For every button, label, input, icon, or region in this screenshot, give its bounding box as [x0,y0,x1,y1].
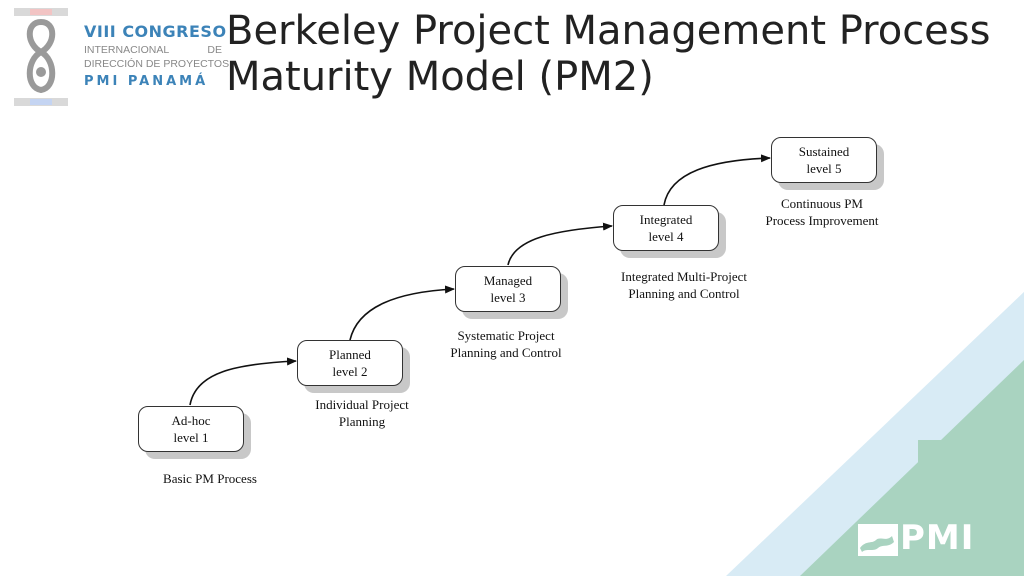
level-4-caption-line2: Planning and Control [628,286,740,301]
level-3-box: Managed level 3 [455,266,561,312]
level-3-number: level 3 [490,290,526,305]
slide-title-line1: Berkeley Project Management Process [226,8,991,54]
panama-map-icon [858,524,898,556]
logo-de-word: DE [207,44,222,56]
level-4-name: Integrated [639,212,693,227]
slide-title-line2: Maturity Model (PM2) [226,54,654,100]
level-5-caption-line2: Process Improvement [765,213,879,228]
level-3-caption-line1: Systematic Project [457,328,555,343]
level-4-box: Integrated level 4 [613,205,719,251]
level-4-caption-line1: Integrated Multi-Project [621,269,747,284]
level-5-number: level 5 [806,161,842,176]
arrow-level4-to-level5 [663,154,771,206]
level-2-box: Planned level 2 [297,340,403,386]
logo-pmi-panama: PMI PANAMÁ [84,74,209,89]
logo-line-international: INTERNACIONAL DE [84,43,222,57]
level-5-box: Sustained level 5 [771,137,877,183]
level-2-number: level 2 [332,364,368,379]
level-5-caption: Continuous PM Process Improvement [732,195,912,229]
logo-line-direccion: DIRECCIÓN DE PROYECTOS [84,58,230,70]
arrow-level3-to-level4 [507,222,613,266]
logo-international-word: INTERNACIONAL [84,44,170,56]
level-2-caption-line2: Planning [338,414,386,429]
level-5-caption-line1: Continuous PM [781,196,863,211]
level-4-caption: Integrated Multi-Project Planning and Co… [594,268,774,302]
level-2-caption-line1: Individual Project [315,397,409,412]
level-5-name: Sustained [798,144,850,159]
pmi-logo: PMI [856,518,996,558]
level-1-box: Ad-hoc level 1 [138,406,244,452]
level-3-caption: Systematic Project Planning and Control [416,327,596,361]
congress-emblem-icon [14,8,68,106]
level-3-name: Managed [483,273,533,288]
arrow-level1-to-level2 [189,357,297,406]
level-1-name: Ad-hoc [171,413,211,428]
level-1-number: level 1 [173,430,209,445]
level-4-number: level 4 [648,229,684,244]
arrow-level2-to-level3 [349,285,455,341]
pmi-wordmark: PMI [900,518,975,558]
logo-congress-title: VIII CONGRESO [84,22,227,41]
level-1-caption: Basic PM Process [120,470,300,487]
level-3-caption-line2: Planning and Control [450,345,562,360]
level-2-name: Planned [329,347,371,362]
congress-logo: VIII CONGRESO INTERNACIONAL DE DIRECCIÓN… [8,8,229,108]
level-2-caption: Individual Project Planning [272,396,452,430]
level-1-caption-line1: Basic PM Process [163,471,257,486]
slide-title: Berkeley Project Management Process Matu… [226,8,1016,100]
